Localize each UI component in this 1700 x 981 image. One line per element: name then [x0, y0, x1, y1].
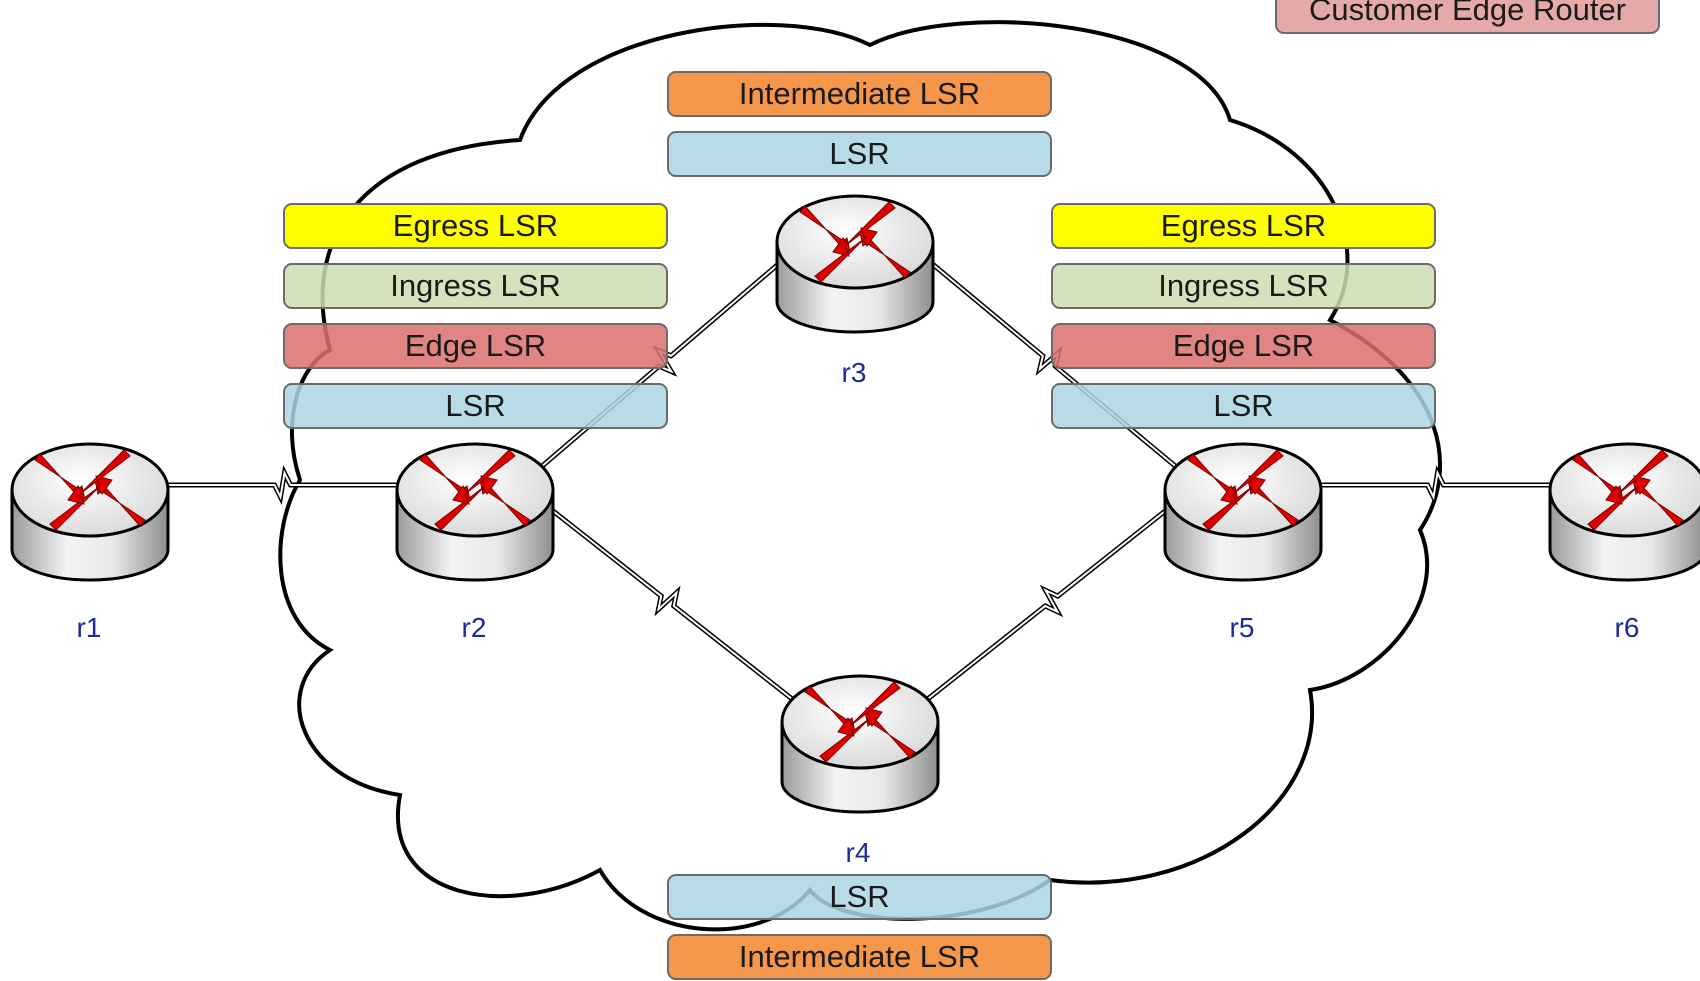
- link-r2-r4: [518, 483, 817, 719]
- router-r1-arrow-3: [67, 449, 131, 505]
- router-r4-arrow-3: [837, 681, 901, 737]
- router-label-r2: r2: [461, 612, 487, 643]
- link-r1-r2: [135, 465, 430, 505]
- router-label-r3: r3: [841, 357, 867, 388]
- r3-intermediate-lsr-tag: Intermediate LSR: [667, 71, 1052, 117]
- router-r2-arrow-3: [452, 449, 516, 505]
- r2-ingress-lsr-tag: Ingress LSR: [283, 263, 668, 309]
- router-r5-icon: [1163, 442, 1323, 582]
- router-r5-arrow-3: [1220, 449, 1284, 505]
- link-r4-r5: [903, 483, 1200, 719]
- router-r3-icon: [775, 194, 935, 334]
- r4-lsr-tag: LSR: [667, 874, 1052, 920]
- router-r1-icon: [10, 442, 170, 582]
- r5-edge-lsr-tag: Edge LSR: [1051, 323, 1436, 369]
- router-r4-icon: [780, 674, 940, 814]
- router-r3-arrow-3: [832, 201, 896, 257]
- router-label-r4: r4: [845, 837, 871, 868]
- link-r5-r6: [1288, 465, 1583, 505]
- router-label-r5: r5: [1229, 612, 1255, 643]
- r3-lsr-tag: LSR: [667, 131, 1052, 177]
- r4-intermediate-lsr-tag: Intermediate LSR: [667, 934, 1052, 980]
- router-r6-arrow-3: [1605, 449, 1669, 505]
- r5-lsr-tag: LSR: [1051, 383, 1436, 429]
- router-label-r6: r6: [1614, 612, 1640, 643]
- r5-ingress-lsr-tag: Ingress LSR: [1051, 263, 1436, 309]
- legend-customer-edge-router: Customer Edge Router: [1275, 0, 1660, 34]
- r2-egress-lsr-tag: Egress LSR: [283, 203, 668, 249]
- r2-edge-lsr-tag: Edge LSR: [283, 323, 668, 369]
- routers: [10, 194, 1700, 814]
- router-r6-icon: [1548, 442, 1700, 582]
- r5-egress-lsr-tag: Egress LSR: [1051, 203, 1436, 249]
- r2-lsr-tag: LSR: [283, 383, 668, 429]
- router-r2-icon: [395, 442, 555, 582]
- router-label-r1: r1: [76, 612, 102, 643]
